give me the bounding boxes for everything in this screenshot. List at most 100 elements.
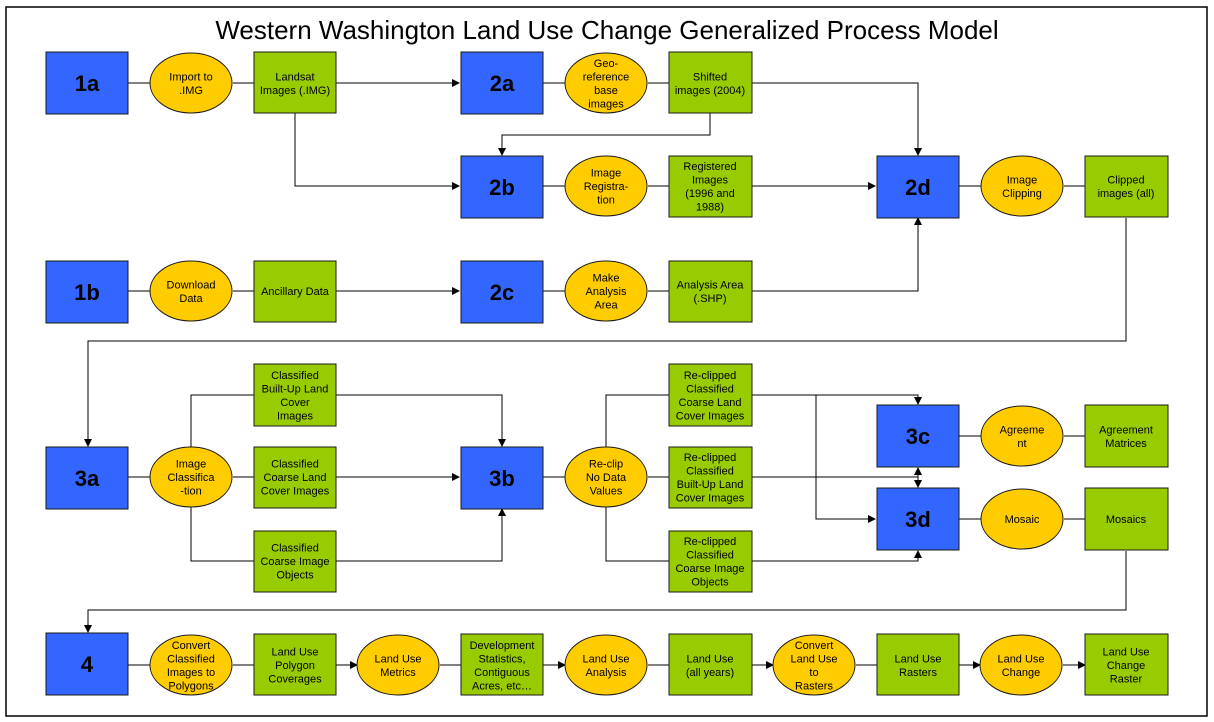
label-line: Classified — [686, 465, 734, 477]
label-line: Objects — [276, 570, 314, 582]
label-line: Cover Images — [676, 492, 745, 504]
step-label: 2d — [905, 175, 931, 200]
label-line: Data — [179, 293, 203, 305]
data-analysis-area: Analysis Area (.SHP) — [668, 260, 753, 323]
label-line: Classified — [271, 459, 319, 471]
label-line: Objects — [691, 576, 729, 588]
label-line: Images (.IMG) — [260, 85, 330, 97]
label-line: Make — [593, 273, 620, 285]
label-line: Rasters — [795, 680, 833, 692]
label-line: No Data — [586, 472, 627, 484]
label-line: -tion — [180, 486, 201, 498]
step-label: 3a — [75, 466, 100, 491]
label-line: Import to — [169, 71, 212, 83]
label-line: Polygons — [168, 680, 214, 692]
step-label: 3d — [905, 507, 931, 532]
shape-label: Mosaic — [1005, 514, 1040, 526]
label-line: Coarse Image — [260, 556, 329, 568]
label-line: Change — [1002, 667, 1041, 679]
step-1a: 1a — [45, 51, 129, 115]
label-line: images (all) — [1098, 188, 1155, 200]
label-line: Image — [591, 168, 622, 180]
label-line: images (2004) — [675, 85, 745, 97]
label-line: Rasters — [899, 667, 937, 679]
step-label: 2c — [490, 280, 514, 305]
label-line: Classified — [271, 370, 319, 382]
label-line: Coarse Land — [264, 472, 327, 484]
label-line: Land Use — [790, 653, 837, 665]
label-line: Coverages — [268, 674, 322, 686]
step-3a: 3a — [45, 446, 129, 510]
label-line: Classified — [686, 383, 734, 395]
process-mosaic: Mosaic — [980, 488, 1064, 550]
label-line: Convert — [795, 640, 834, 652]
label-line: Land Use — [686, 653, 733, 665]
data-mosaics: Mosaics — [1084, 487, 1169, 551]
label-line: Statistics, — [478, 653, 525, 665]
label-line: Mosaic — [1005, 514, 1040, 526]
label-line: 1988) — [696, 201, 724, 213]
shape-label: Land Use(all years) — [686, 653, 734, 679]
label-line: Registered — [683, 161, 736, 173]
label-line: (.SHP) — [694, 293, 727, 305]
label-line: Polygon — [275, 660, 315, 672]
label-line: reference — [583, 71, 629, 83]
connectors — [84, 79, 1127, 669]
step-label: 1b — [74, 280, 100, 305]
label-line: Analysis Area — [677, 279, 745, 291]
label-line: (1996 and — [685, 188, 735, 200]
step-label: 4 — [81, 652, 94, 677]
label-line: Coarse Image — [675, 563, 744, 575]
label-line: Classifica — [167, 472, 215, 484]
label-line: Images — [692, 174, 729, 186]
step-2b: 2b — [460, 155, 544, 219]
label-line: Land Use — [271, 647, 318, 659]
label-line: Convert — [172, 640, 211, 652]
label-line: Mosaics — [1106, 514, 1147, 526]
label-line: tion — [597, 195, 615, 207]
label-line: Development — [470, 640, 535, 652]
label-line: Raster — [1110, 674, 1143, 686]
label-line: Analysis — [586, 286, 627, 298]
label-line: Acres, etc… — [472, 680, 532, 692]
label-line: Agreeme — [1000, 424, 1045, 436]
label-line: Metrics — [380, 667, 416, 679]
label-line: images — [588, 98, 624, 110]
diagram-title: Western Washington Land Use Change Gener… — [215, 15, 998, 45]
label-line: Images — [277, 410, 314, 422]
diagram-frame — [5, 6, 1208, 717]
step-label: 3b — [489, 466, 515, 491]
shape-label: Analysis Area (.SHP) — [677, 279, 745, 305]
